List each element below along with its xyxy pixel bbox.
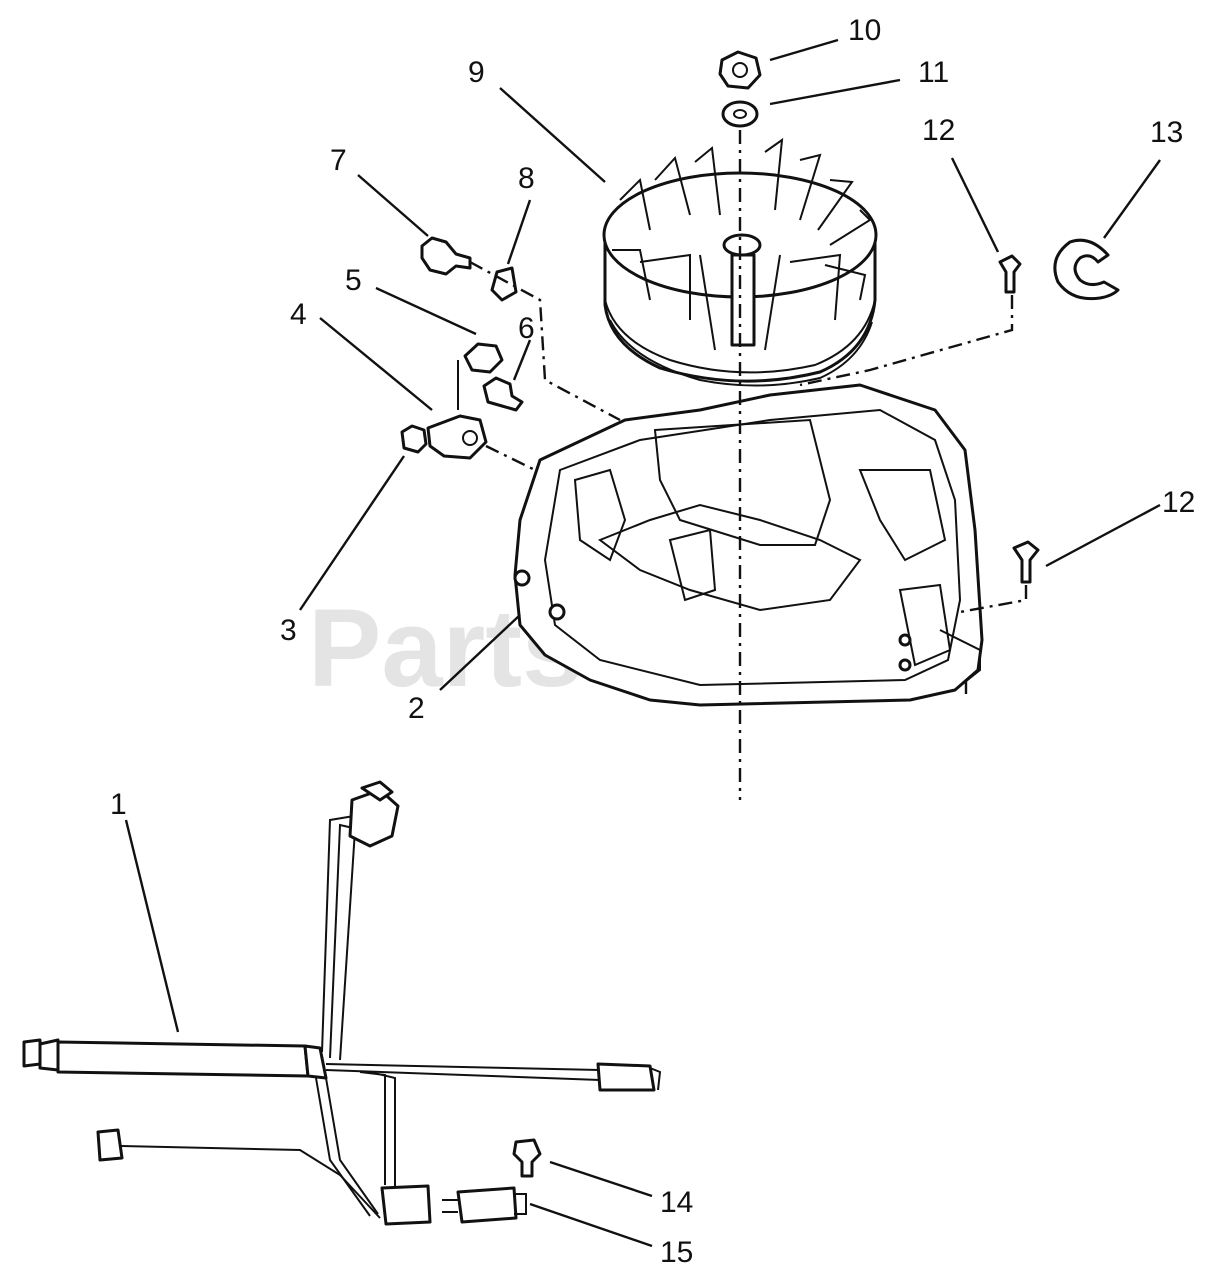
callout-4: 4 [290, 298, 307, 331]
engine-housing [513, 383, 984, 707]
wire-harness [22, 780, 662, 1226]
flywheel-washer [721, 100, 759, 128]
callout-1: 1 [110, 788, 127, 821]
leader-9 [499, 87, 606, 183]
callout-12a: 12 [922, 114, 955, 147]
callout-2: 2 [408, 692, 425, 725]
leader-5 [375, 286, 477, 336]
callout-10: 10 [848, 14, 881, 47]
leader-7 [357, 174, 429, 237]
rivet-12-lower [959, 540, 1040, 614]
callout-8: 8 [518, 162, 535, 195]
bracket-4 [426, 414, 536, 472]
callout-12b: 12 [1162, 486, 1195, 519]
callout-5: 5 [345, 264, 362, 297]
callout-13: 13 [1150, 116, 1183, 149]
leader-1 [124, 819, 180, 1033]
callout-14: 14 [660, 1186, 693, 1219]
screw-5 [457, 342, 504, 410]
flywheel-nut [718, 50, 762, 90]
leader-2 [439, 614, 521, 691]
leader-4 [319, 317, 433, 411]
screw-14 [512, 1138, 542, 1178]
rivet-12-upper [799, 254, 1022, 387]
leader-12b [1045, 503, 1161, 568]
callout-15: 15 [660, 1236, 693, 1269]
callout-11: 11 [918, 56, 949, 89]
leader-11 [769, 78, 901, 106]
callout-labels: 10 11 9 12 13 7 8 5 6 4 3 2 12 1 14 15 [110, 14, 1195, 1269]
callout-9: 9 [468, 56, 485, 89]
callout-6: 6 [518, 312, 535, 345]
callout-7: 7 [330, 144, 347, 177]
callout-3: 3 [280, 614, 297, 647]
screw-6 [482, 376, 524, 412]
leader-lines [124, 38, 1161, 1248]
leader-14 [549, 1160, 653, 1198]
key-8 [469, 260, 621, 422]
leader-13 [1103, 159, 1161, 239]
connector-15 [442, 1186, 527, 1224]
leader-6 [512, 339, 532, 381]
nut-3 [400, 424, 428, 454]
leader-8 [506, 199, 532, 265]
leader-10 [769, 38, 839, 62]
leader-12a [950, 157, 1000, 253]
screw-7 [420, 236, 472, 276]
leader-15 [529, 1202, 653, 1248]
leader-3 [299, 455, 405, 611]
flywheel [602, 137, 878, 387]
clip-13 [1053, 238, 1120, 301]
